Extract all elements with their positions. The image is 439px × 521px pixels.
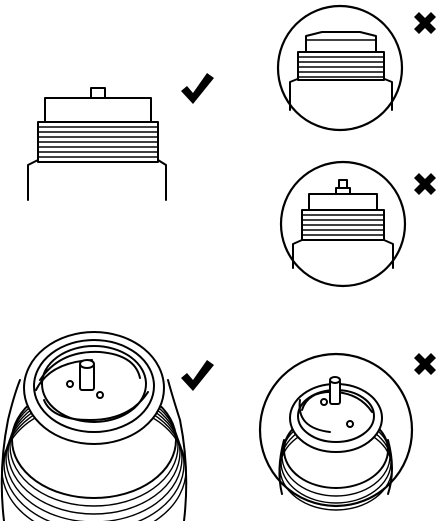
cross-mark-icon <box>414 12 436 34</box>
bottle-top-correct <box>0 331 188 521</box>
bottle-top-incorrect <box>258 352 414 511</box>
cross-mark-icon <box>414 353 436 375</box>
cap-side-correct <box>27 87 167 201</box>
check-mark-icon <box>181 73 214 104</box>
thread-lines <box>38 126 158 158</box>
cap-side-incorrect-flat <box>276 4 404 132</box>
check-mark-icon <box>181 360 214 391</box>
cross-mark-icon <box>414 173 436 195</box>
cap-side-incorrect-stem <box>279 160 407 288</box>
